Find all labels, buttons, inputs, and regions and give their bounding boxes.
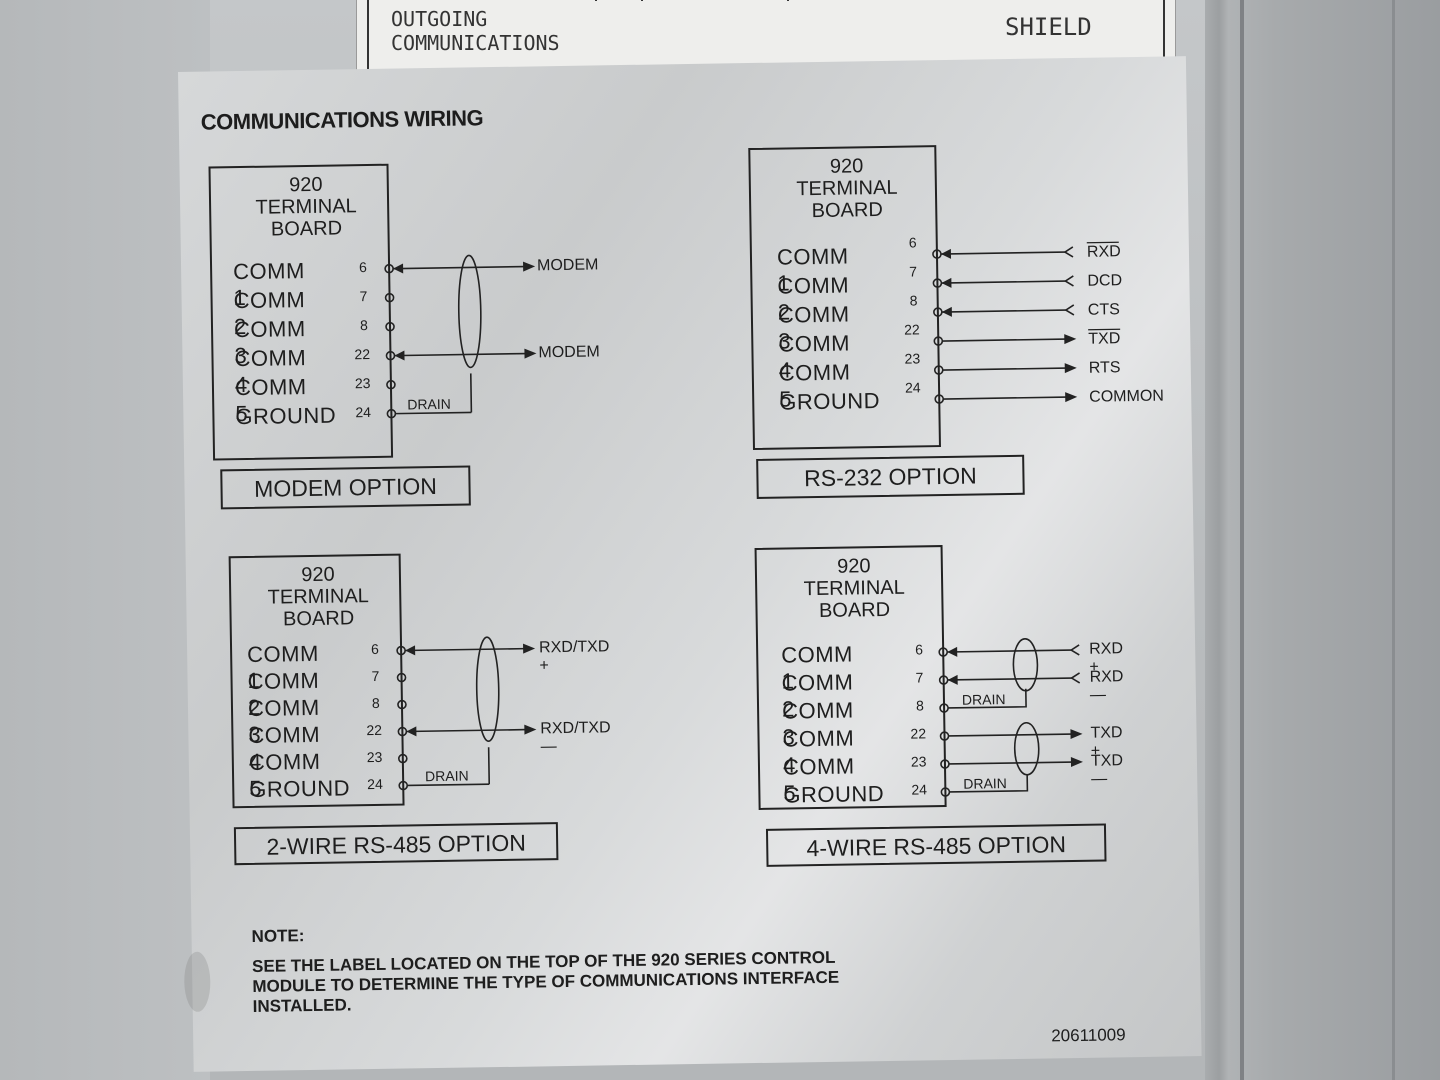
pin-7: 7 <box>359 288 368 305</box>
rs485-4wire-signal-rxd-minus: RXD — <box>1089 668 1124 704</box>
pin-24: 24 <box>911 781 928 798</box>
rs232-option-label: RS-232 OPTION <box>756 454 1025 499</box>
pin-23: 23 <box>354 375 371 392</box>
pin-8: 8 <box>359 317 368 334</box>
pin-6: 6 <box>915 641 924 658</box>
pin-8: 8 <box>371 694 380 712</box>
terminal-board-heading: 920 TERMINAL BOARD <box>792 554 917 622</box>
rs232-signal-cts: CTS <box>1087 301 1120 319</box>
pin-7: 7 <box>915 669 924 686</box>
pin-8: 8 <box>909 292 918 309</box>
board-label-terminal: TERMINAL <box>255 195 357 219</box>
modem-signal-1: MODEM <box>536 256 599 275</box>
pin-23: 23 <box>910 753 927 770</box>
plate-title: COMMUNICATIONS WIRING <box>200 105 484 135</box>
rs485-2wire-signal-plus: RXD/TXD + <box>538 638 610 675</box>
board-model: 920 <box>829 155 864 178</box>
pin-7: 7 <box>909 263 918 280</box>
pin-24: 24 <box>355 404 372 421</box>
outgoing-communications-text: OUTGOING COMMUNICATIONS <box>391 7 560 55</box>
modem-signal-2: MODEM <box>538 343 600 362</box>
shield-text: SHIELD <box>1005 13 1092 41</box>
pin-23: 23 <box>366 748 383 766</box>
rs232-signal-dcd: DCD <box>1087 272 1123 290</box>
enclosure-frame <box>1205 0 1440 1080</box>
rs232-signal-common: COMMON <box>1089 387 1165 406</box>
modem-option-label: MODEM OPTION <box>220 465 471 510</box>
rs485-4wire-wiring-lines <box>754 545 1083 810</box>
drain-label: DRAIN <box>961 691 1006 708</box>
communications-wiring-plate: COMMUNICATIONS WIRING 920 TERMIN <box>178 56 1202 1072</box>
rs485-4wire-option-label: 4-WIRE RS-485 OPTION <box>765 823 1107 867</box>
ground-label: GROUND <box>235 402 337 430</box>
rs485-2wire-option-label: 2-WIRE RS-485 OPTION <box>233 822 559 866</box>
board-label-terminal: TERMINAL <box>803 576 905 601</box>
board-label-terminal: TERMINAL <box>267 585 369 609</box>
pin-6: 6 <box>908 234 917 251</box>
communications-line: COMMUNICATIONS <box>391 31 560 55</box>
note-title: NOTE: <box>251 926 305 946</box>
pin-6: 6 <box>358 259 368 276</box>
pin-22: 22 <box>354 346 371 363</box>
label-tick <box>787 0 789 1</box>
pin-6: 6 <box>370 640 380 658</box>
pin-8: 8 <box>915 697 924 714</box>
plate-wear-mark <box>183 951 211 1013</box>
drain-label: DRAIN <box>407 395 451 413</box>
board-model: 920 <box>836 555 871 578</box>
board-model: 920 <box>288 173 323 197</box>
frame-groove <box>1240 0 1244 1080</box>
rs232-wiring-lines <box>748 145 1121 451</box>
terminal-board-heading: 920 TERMINAL BOARD <box>246 173 367 241</box>
board-label-board: BOARD <box>811 198 883 223</box>
modem-wiring-lines <box>208 163 537 461</box>
pin-7: 7 <box>371 667 380 685</box>
ground-label: GROUND <box>249 775 351 802</box>
top-label-border: OUTGOING COMMUNICATIONS SHIELD <box>367 0 1165 81</box>
part-number: 20611009 <box>1051 1025 1126 1046</box>
board-model: 920 <box>301 563 335 587</box>
enclosure-door <box>0 0 210 1080</box>
frame-groove-2 <box>1392 0 1395 1080</box>
rs485-2wire-signal-minus: RXD/TXD — <box>540 719 611 756</box>
board-label-terminal: TERMINAL <box>796 176 898 201</box>
board-label-board: BOARD <box>818 598 891 622</box>
board-label-board: BOARD <box>270 217 343 241</box>
rs485-4wire-signal-txd-minus: TXD — <box>1090 752 1124 788</box>
label-tick <box>641 0 643 1</box>
drain-label: DRAIN <box>424 767 469 785</box>
rs485-2wire-wiring-lines <box>228 553 537 809</box>
outgoing-line: OUTGOING <box>391 7 488 31</box>
rs232-signal-rts: RTS <box>1088 359 1121 377</box>
pin-22: 22 <box>904 321 920 338</box>
terminal-board-heading: 920 TERMINAL BOARD <box>256 563 381 631</box>
pin-22: 22 <box>910 725 927 742</box>
rs232-signal-rxd: RXD <box>1086 243 1121 261</box>
pin-23: 23 <box>904 350 921 367</box>
rs232-signal-txd: TXD <box>1088 330 1121 348</box>
pin-24: 24 <box>367 775 383 793</box>
label-tick <box>595 0 597 1</box>
terminal-board-heading: 920 TERMINAL BOARD <box>781 154 912 222</box>
ground-label: GROUND <box>783 780 885 808</box>
pin-22: 22 <box>366 721 383 739</box>
board-label-board: BOARD <box>282 607 355 631</box>
note-text: SEE THE LABEL LOCATED ON THE TOP OF THE … <box>251 947 840 1016</box>
pin-24: 24 <box>904 379 921 396</box>
ground-label: GROUND <box>779 388 881 415</box>
drain-label: DRAIN <box>963 775 1007 792</box>
